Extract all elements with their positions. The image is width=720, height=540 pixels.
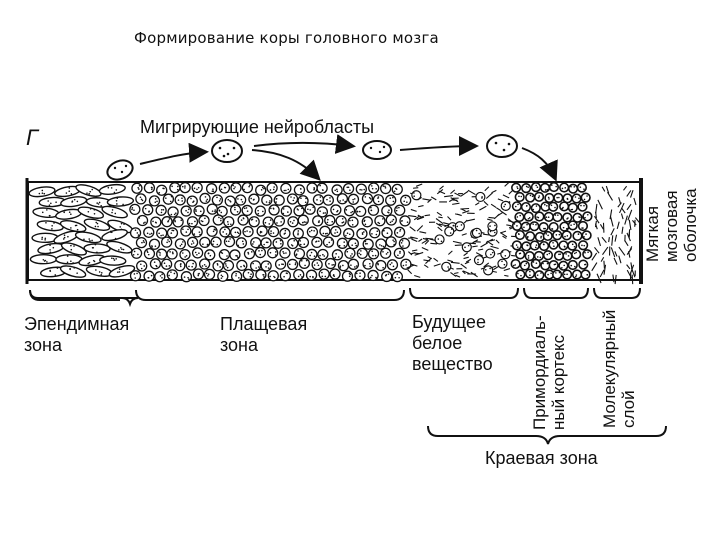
ependymal-brace-line: [29, 289, 120, 301]
arrow: [521, 147, 558, 182]
migrating-neuroblasts: [106, 134, 518, 181]
neuroblast: [211, 139, 243, 163]
arrow: [251, 149, 321, 181]
primordial-cortex-cells: [510, 181, 593, 281]
marginal-zone-label: Краевая зона: [485, 448, 598, 468]
neuroblast: [362, 140, 392, 160]
neuroblast: [106, 159, 134, 181]
white-matter-brace: [409, 287, 519, 299]
molecular-layer-label: Молекулярный слой: [600, 309, 638, 428]
mantle-zone-cells: [129, 181, 412, 283]
migration-arrows: [139, 134, 558, 182]
white-matter-fibres: [406, 181, 519, 278]
mantle-zone-label: Плащевая зона: [220, 314, 308, 355]
ependymal-brace: [29, 289, 139, 308]
pia-mater-label: Мягкая мозговая оболочка: [643, 188, 700, 262]
neuroblast: [486, 134, 518, 158]
ependymal-zone-label: Эпендимная зона: [24, 314, 130, 355]
ependymal-zone-cells: [28, 183, 136, 278]
migrating-neuroblasts-label: Мигрирующие нейробласты: [140, 117, 375, 137]
primordial-cortex-brace: [523, 287, 589, 299]
primordial-cortex-label: Примордиаль- ный кортекс: [530, 315, 568, 430]
panel-letter: Г: [26, 125, 38, 150]
molecular-layer-brace: [593, 287, 641, 299]
mantle-brace: [135, 289, 405, 301]
molecular-layer-fibres: [591, 185, 642, 285]
arrow: [139, 142, 209, 165]
arrow: [253, 134, 356, 154]
white-matter-label: Будущее белое вещество: [412, 312, 493, 374]
page-title: Формирование коры головного мозга: [134, 29, 439, 47]
arrow: [399, 136, 479, 157]
marginal-zone-brace: [427, 425, 667, 445]
